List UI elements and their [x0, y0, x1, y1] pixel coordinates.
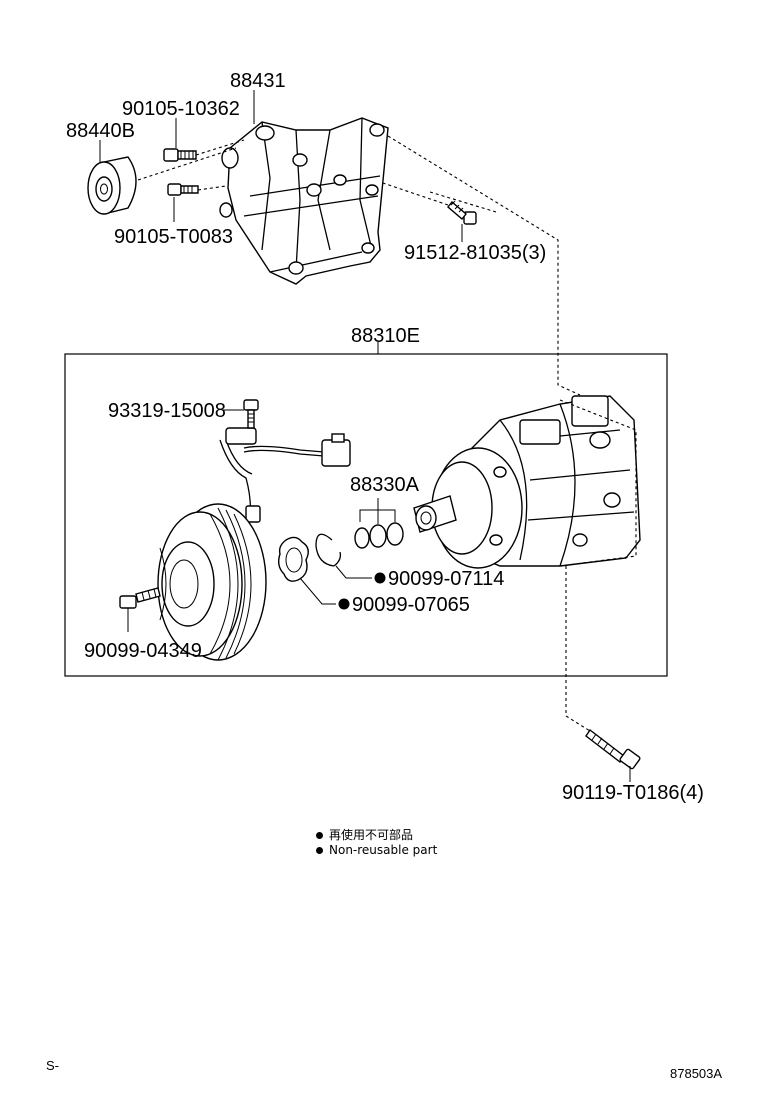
shim-90099-07065	[277, 536, 336, 605]
label-clutch-bolt: 90099-04349	[84, 640, 202, 662]
clutch-pulley	[157, 503, 267, 661]
label-snap-ring: 90099-07114	[388, 568, 504, 590]
footer-left: S-	[46, 1058, 59, 1073]
wire-harness	[219, 427, 351, 523]
figure-code: 878503A	[670, 1066, 723, 1081]
bolt-90099-04349	[119, 587, 161, 632]
label-shim: 90099-07065	[352, 594, 470, 616]
label-oring-kit: 88330A	[350, 474, 420, 496]
guide-bolt-right	[379, 181, 449, 206]
label-bolt-lower: 90105-T0083	[114, 226, 233, 248]
legend-text-en: Non-reusable part	[329, 843, 438, 857]
label-idler-pulley: 88440B	[66, 120, 135, 142]
bolt-91512-81035	[447, 200, 477, 225]
legend-dot-icon	[316, 832, 323, 839]
idler-pulley	[87, 156, 137, 215]
bolt-90105-T0083	[167, 183, 199, 196]
assembly-box	[64, 353, 668, 677]
compressor-body	[413, 395, 641, 569]
label-bolt-upper: 90105-10362	[122, 98, 240, 120]
legend-line-en: Non-reusable part	[316, 843, 437, 857]
label-bracket: 88431	[230, 70, 286, 92]
bolt-90105-10362	[163, 148, 197, 162]
guide-bolt-lower	[197, 185, 227, 191]
label-compressor-assy: 88310E	[351, 325, 420, 347]
guide-mount-bolt	[565, 566, 599, 737]
compressor-bracket	[219, 117, 389, 285]
guide-bracket-to-compressor	[387, 135, 581, 396]
guide-bolt-upper	[195, 139, 245, 156]
snap-ring-90099-07114	[315, 533, 372, 579]
label-screw: 93319-15008	[108, 400, 226, 422]
legend-dot-icon	[316, 847, 323, 854]
label-bolt-right: 91512-81035(3)	[404, 242, 546, 264]
oring-kit-88330A	[354, 498, 404, 549]
legend-line-jp: 再使用不可部品	[316, 826, 413, 843]
screw-93319-15008	[222, 399, 259, 429]
bolt-90119-T0186	[585, 728, 641, 782]
non-reusable-dot-07114	[374, 572, 386, 584]
non-reusable-dot-07065	[338, 598, 350, 610]
legend-text-jp: 再使用不可部品	[329, 828, 414, 842]
guide-idler	[137, 147, 237, 181]
label-mount-bolt: 90119-T0186(4)	[562, 782, 704, 804]
